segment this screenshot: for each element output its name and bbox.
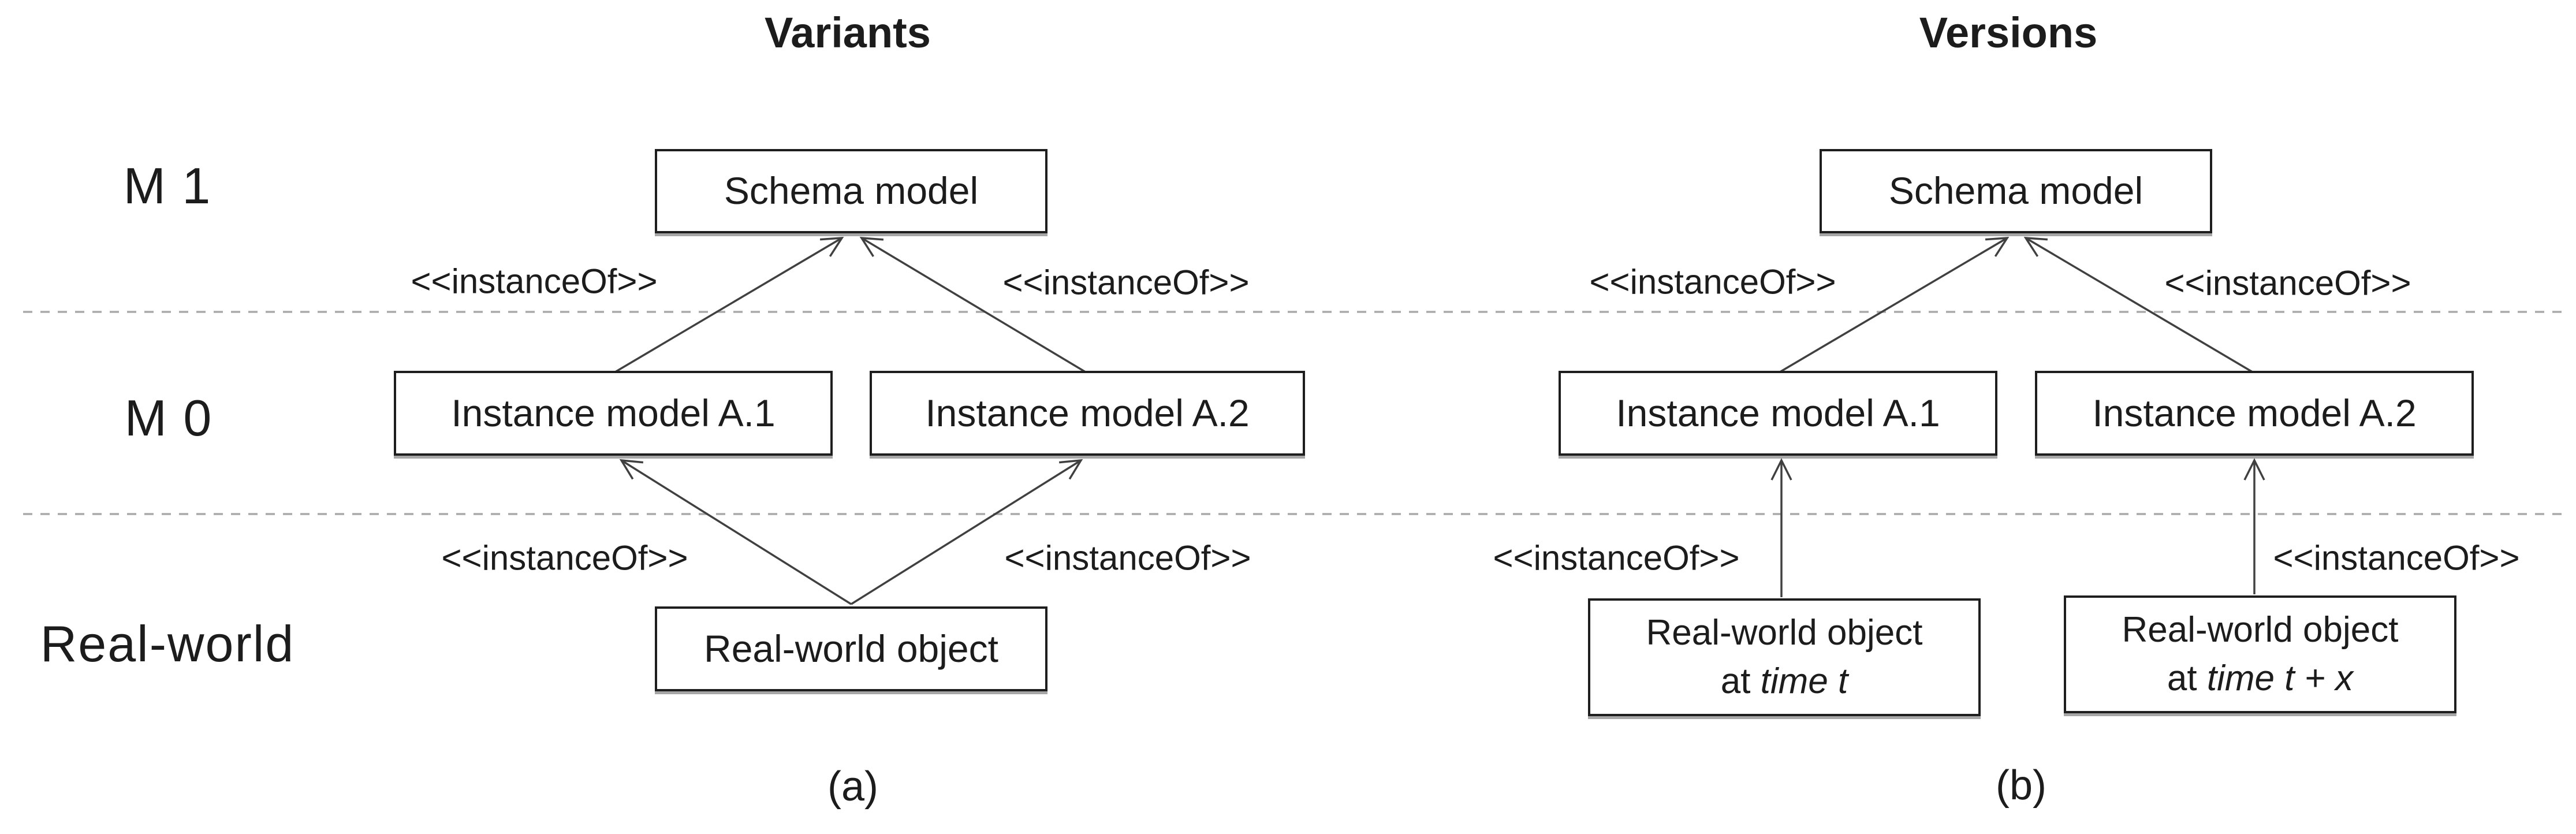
b-realworld-object-t-line2-prefix: at: [1720, 661, 1761, 701]
a-stereotype-upper-right: <<instanceOf>>: [1002, 263, 1250, 302]
edge-a-instance1-to-schema: [613, 237, 844, 374]
b-stereotype-lower-right: <<instanceOf>>: [2273, 538, 2520, 578]
a-schema-model-box: Schema model: [655, 149, 1047, 233]
a-realworld-object-box: Real-world object: [655, 606, 1047, 691]
edge-a-realworld-to-instance1: [619, 459, 852, 605]
edge-b-instance1-to-schema: [1777, 237, 2010, 374]
panel-a-title: Variants: [765, 9, 931, 57]
a-instance-model-a2-box: Instance model A.2: [870, 371, 1305, 456]
a-instance-model-a2-label: Instance model A.2: [925, 391, 1250, 434]
a-stereotype-upper-left: <<instanceOf>>: [411, 262, 658, 301]
row-label-m0: M 0: [124, 389, 213, 446]
b-instance-model-a1-box: Instance model A.1: [1559, 371, 1997, 456]
a-schema-model-label: Schema model: [724, 169, 979, 213]
b-realworld-object-tx-box: Real-world object at time t + x: [2064, 595, 2456, 713]
a-instance-model-a1-box: Instance model A.1: [394, 371, 833, 456]
edge-a-realworld-to-instance2: [851, 459, 1083, 605]
b-schema-model-label: Schema model: [1888, 169, 2143, 213]
b-realworld-object-tx-line2-italic: time t + x: [2206, 658, 2354, 698]
b-instance-model-a1-label: Instance model A.1: [1616, 391, 1940, 434]
b-stereotype-lower-left: <<instanceOf>>: [1493, 538, 1740, 578]
row-label-m1: M 1: [123, 157, 212, 214]
a-stereotype-lower-right: <<instanceOf>>: [1004, 538, 1251, 578]
b-realworld-object-t-line2-italic: time t: [1760, 661, 1848, 701]
b-stereotype-upper-right: <<instanceOf>>: [2164, 263, 2411, 303]
panel-b-caption: (b): [1996, 762, 2046, 809]
b-realworld-object-t-line1: Real-world object: [1646, 613, 1923, 653]
row-label-realworld: Real-world: [40, 615, 295, 672]
panel-b-title: Versions: [1919, 9, 2098, 57]
a-realworld-object-label: Real-world object: [704, 627, 998, 670]
a-instance-model-a1-label: Instance model A.1: [451, 391, 776, 434]
b-stereotype-upper-left: <<instanceOf>>: [1589, 262, 1836, 301]
a-stereotype-lower-left: <<instanceOf>>: [441, 538, 688, 578]
edge-a-instance2-to-schema: [859, 236, 1088, 374]
b-realworld-object-t-box: Real-world object at time t: [1588, 598, 1981, 716]
b-realworld-object-tx-line2-prefix: at: [2167, 658, 2207, 698]
b-realworld-object-t-line2: at time t: [1721, 657, 1848, 706]
b-instance-model-a2-label: Instance model A.2: [2092, 391, 2417, 434]
b-schema-model-box: Schema model: [1820, 149, 2212, 233]
b-realworld-object-tx-line1: Real-world object: [2122, 610, 2399, 650]
b-instance-model-a2-box: Instance model A.2: [2035, 371, 2474, 456]
b-realworld-object-tx-line2: at time t + x: [2167, 654, 2353, 703]
edge-b-instance2-to-schema: [2023, 237, 2255, 374]
panel-a-caption: (a): [827, 764, 878, 810]
